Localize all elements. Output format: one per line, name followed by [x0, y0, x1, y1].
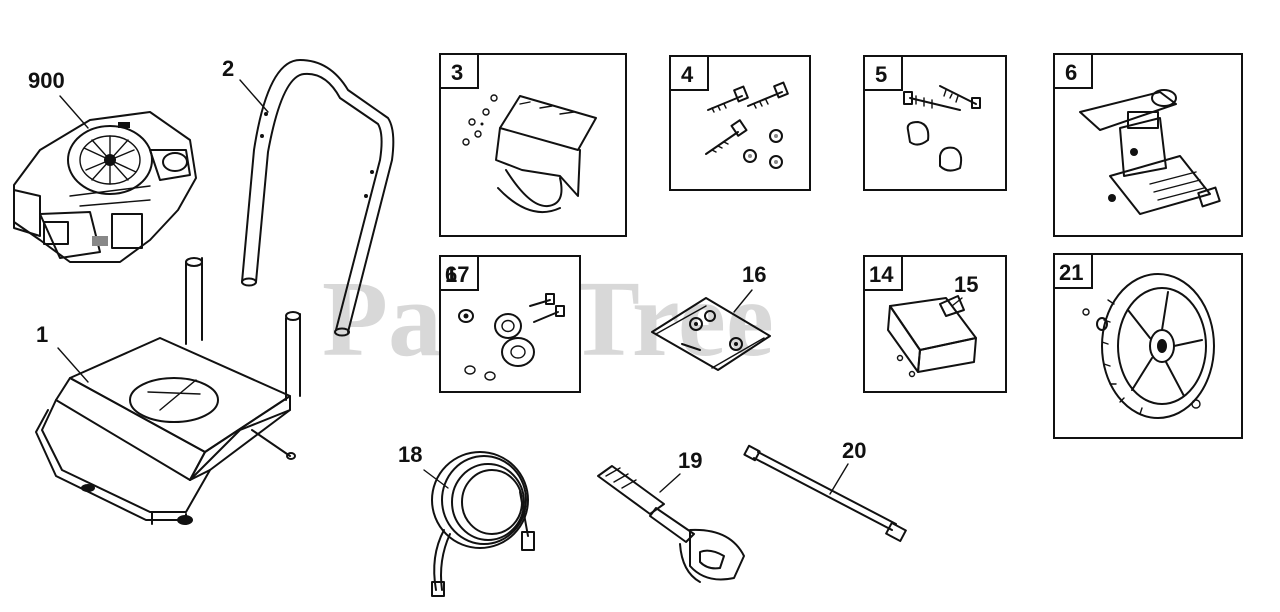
- leader-line-1: [57, 347, 89, 383]
- part-box-5[interactable]: 5: [863, 55, 1007, 191]
- part-label-14: 14: [869, 262, 894, 287]
- leader-line-900: [59, 95, 89, 129]
- spray-gun-drawing[interactable]: [597, 465, 745, 583]
- engine-drawing[interactable]: [13, 111, 197, 263]
- bearings-kit-drawing: [458, 293, 565, 381]
- part-label-2: 2: [222, 56, 234, 81]
- bolts-nuts-drawing: [705, 81, 789, 169]
- part-label-18: 18: [398, 442, 422, 467]
- part-box-6[interactable]: 6: [1053, 53, 1243, 237]
- watermark-group: PartsTree ™: [322, 259, 940, 379]
- mount-bracket-drawing: [462, 94, 597, 213]
- part-label-20: 20: [842, 438, 866, 463]
- bolts-clamps-drawing: [903, 85, 981, 172]
- part-label-17-text: 17: [445, 262, 469, 287]
- hose-drawing[interactable]: [431, 451, 535, 597]
- hardware-bag-drawing[interactable]: [651, 297, 771, 371]
- part-box-21[interactable]: 21: [1053, 253, 1243, 439]
- part-label-15: 15: [954, 272, 978, 297]
- part-box-4[interactable]: 4: [669, 55, 811, 191]
- leader-line-19: [659, 473, 681, 493]
- handle-drawing[interactable]: [241, 59, 395, 337]
- leader-line-16: [733, 289, 753, 313]
- part-box-14[interactable]: 14: [863, 255, 1007, 393]
- part-label-4: 4: [681, 62, 694, 87]
- part-label-6: 6: [1065, 60, 1077, 85]
- lance-drawing[interactable]: [743, 444, 907, 543]
- pump-drawing: [1079, 89, 1221, 215]
- part-label-17: 6: [445, 262, 457, 287]
- part-label-21: 21: [1059, 260, 1083, 285]
- leader-line-18: [423, 469, 449, 489]
- part-box-17[interactable]: 6 17: [439, 255, 581, 393]
- leader-line-2: [239, 79, 269, 113]
- wheel-drawing: [1082, 273, 1215, 419]
- part-label-900: 900: [28, 68, 65, 93]
- part-label-5: 5: [875, 62, 887, 87]
- part-label-19: 19: [678, 448, 702, 473]
- part-label-3: 3: [451, 60, 463, 85]
- leader-line-15: [951, 297, 963, 307]
- leader-line-20: [829, 463, 849, 495]
- part-label-1: 1: [36, 322, 48, 347]
- frame-drawing[interactable]: [35, 257, 301, 525]
- part-label-16: 16: [742, 262, 766, 287]
- air-filter-drawing: [887, 295, 977, 378]
- part-box-3[interactable]: 3: [439, 53, 627, 237]
